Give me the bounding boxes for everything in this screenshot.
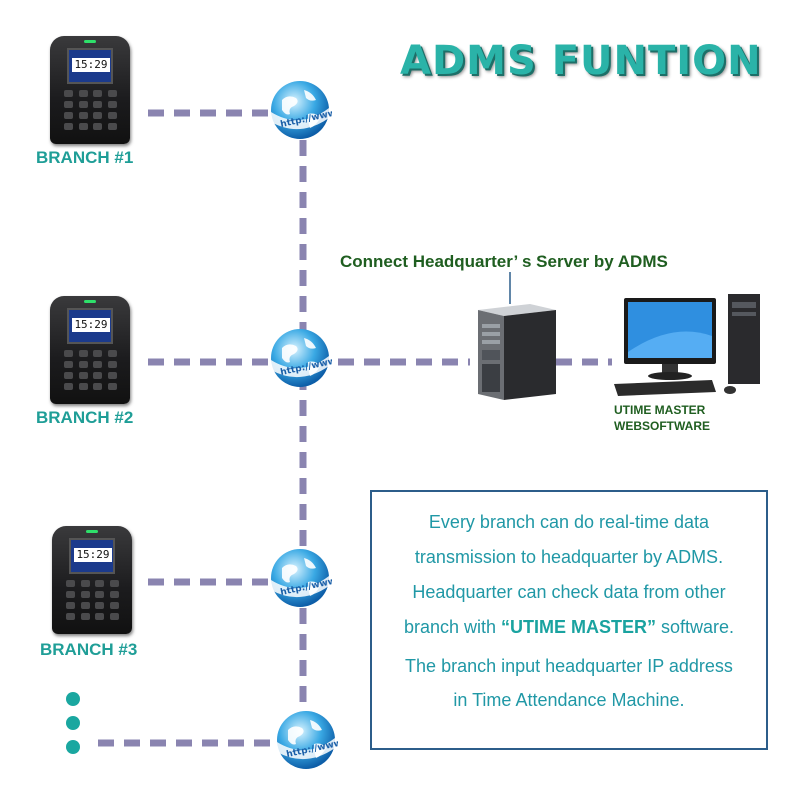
globe-icon: http://www. — [271, 81, 332, 139]
info-line-4: branch with “UTIME MASTER” software. — [372, 617, 766, 638]
info-line-3: Headquarter can check data from other — [412, 582, 726, 602]
status-led — [86, 530, 98, 533]
globe-icon: http://www. — [271, 329, 332, 387]
info-line-6: in Time Attendance Machine. — [453, 690, 685, 710]
time-attendance-device: 15:29 — [52, 526, 132, 634]
connect-label: Connect Headquarter’ s Server by ADMS — [340, 252, 668, 271]
time-attendance-device: 15:29 — [50, 296, 130, 404]
more-branches-dot — [66, 716, 80, 730]
software-label: UTIME MASTER WEBSOFTWARE — [614, 402, 710, 434]
info-line-2: transmission to headquarter by ADMS. — [414, 547, 724, 567]
software-label-line2: WEBSOFTWARE — [614, 419, 710, 433]
device-clock: 15:29 — [74, 548, 112, 562]
globe-icon: http://www. — [271, 549, 332, 607]
device-keypad — [64, 90, 118, 130]
server-tower-icon — [478, 304, 556, 400]
device-clock: 15:29 — [72, 58, 110, 72]
info-line-4-post: software. — [656, 617, 735, 637]
status-led — [84, 40, 96, 43]
more-branches-dot — [66, 740, 80, 754]
page-title: ADMS FUNTION — [400, 38, 762, 84]
globe-icon: http://www. — [277, 711, 338, 769]
desktop-computer-icon — [614, 294, 760, 396]
status-led — [84, 300, 96, 303]
device-screen: 15:29 — [67, 308, 113, 344]
device-screen: 15:29 — [69, 538, 115, 574]
device-keypad — [66, 580, 120, 620]
branch-label-2: BRANCH #2 — [36, 408, 134, 427]
branch-label-3: BRANCH #3 — [40, 640, 138, 659]
info-line-1: Every branch can do real-time data — [428, 512, 710, 532]
info-line-4-pre: branch with — [403, 617, 502, 637]
info-product-name: “UTIME MASTER” — [501, 617, 657, 637]
info-box: Every branch can do real-time data trans… — [370, 490, 768, 750]
info-line-5: The branch input headquarter IP address — [405, 656, 733, 676]
time-attendance-device: 15:29 — [50, 36, 130, 144]
software-label-line1: UTIME MASTER — [614, 403, 706, 417]
more-branches-dot — [66, 692, 80, 706]
device-clock: 15:29 — [72, 318, 110, 332]
device-screen: 15:29 — [67, 48, 113, 84]
device-keypad — [64, 350, 118, 390]
branch-label-1: BRANCH #1 — [36, 148, 134, 167]
